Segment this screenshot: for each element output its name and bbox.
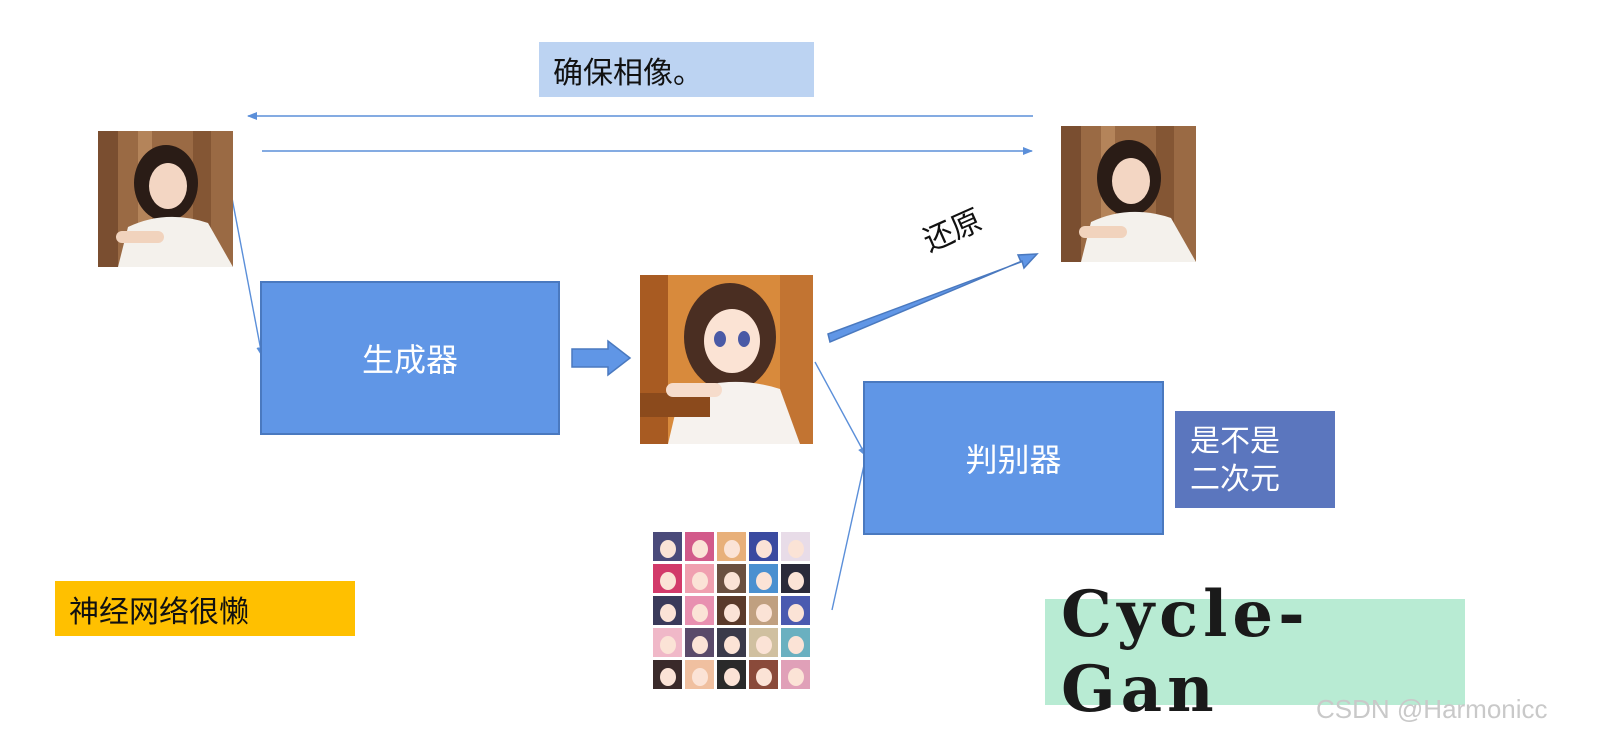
anime-dataset-grid	[652, 531, 814, 691]
anime-face-thumb	[749, 532, 778, 561]
generator-output-arrow	[571, 339, 632, 377]
restore-arrow	[827, 253, 1039, 344]
dataset-to-discriminator-line	[831, 455, 867, 611]
anime-face-thumb	[749, 564, 778, 593]
photo-to-generator-line	[231, 197, 265, 357]
watermark: CSDN @Harmonicc	[1316, 694, 1548, 724]
anime-image	[640, 275, 813, 444]
is-anime-line-2: 二次元	[1190, 462, 1280, 497]
portrait-photo-icon	[98, 131, 233, 267]
anime-face-thumb	[781, 660, 810, 689]
portrait-photo-icon	[1061, 126, 1196, 262]
anime-face-thumb	[717, 628, 746, 657]
anime-face-thumb	[749, 628, 778, 657]
anime-face-thumb	[717, 564, 746, 593]
cycle-gan-title: Cycle-Gan	[1045, 577, 1465, 727]
anime-face-thumb	[749, 660, 778, 689]
ensure-similar-label: 确保相像。	[539, 42, 814, 97]
anime-face-thumb	[653, 532, 682, 561]
discriminator-label: 判别器	[965, 441, 1062, 479]
reconstructed-photo	[1061, 126, 1196, 262]
anime-face-thumb	[685, 564, 714, 593]
lazy-network-label: 神经网络很懒	[55, 581, 355, 636]
anime-face-thumb	[685, 628, 714, 657]
anime-face-thumb	[717, 596, 746, 625]
anime-face-thumb	[685, 660, 714, 689]
anime-face-thumb	[653, 628, 682, 657]
anime-face-thumb	[685, 532, 714, 561]
anime-face-thumb	[653, 564, 682, 593]
generator-block: 生成器	[260, 281, 560, 435]
anime-face-thumb	[717, 532, 746, 561]
anime-face-thumb	[653, 596, 682, 625]
anime-face-thumb	[781, 532, 810, 561]
anime-face-thumb	[749, 596, 778, 625]
generator-label: 生成器	[361, 341, 458, 379]
discriminator-block: 判别器	[863, 381, 1164, 535]
anime-face-thumb	[781, 564, 810, 593]
is-anime-label: 是不是 二次元	[1175, 411, 1335, 508]
anime-to-discriminator-line	[814, 361, 867, 457]
anime-face-thumb	[781, 628, 810, 657]
anime-face-thumb	[653, 660, 682, 689]
anime-portrait-icon	[640, 275, 813, 444]
is-anime-line-1: 是不是	[1190, 424, 1280, 459]
anime-face-grid-icon	[653, 532, 810, 689]
anime-face-thumb	[781, 596, 810, 625]
real-photo	[98, 131, 233, 267]
anime-face-thumb	[717, 660, 746, 689]
anime-face-thumb	[685, 596, 714, 625]
